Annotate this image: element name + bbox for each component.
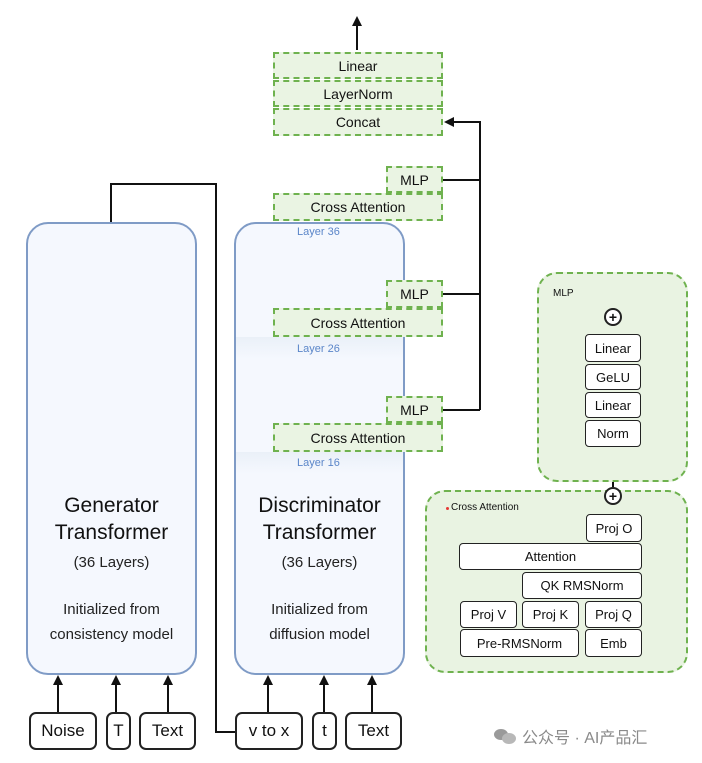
input-v-to-x: v to x [235,712,303,750]
watermark: 公众号 · AI产品汇 [494,724,647,748]
generator-transformer: Generator Transformer (36 Layers) Initia… [26,222,197,675]
mlp-block-16: MLP [386,396,443,423]
generator-title: Generator Transformer [54,494,169,544]
input-text-discriminator: Text [345,712,402,750]
proj-v: Proj V [460,601,517,628]
mlp-block-36: MLP [386,166,443,193]
cross-attention-residual-add-icon: + [604,487,622,505]
discriminator-init-note: Initialized from diffusion model [269,601,370,643]
cross-attention-panel-title: Cross Attention [451,502,519,513]
emb: Emb [585,629,642,657]
layer-label-16: Layer 16 [297,457,340,469]
mlp-linear-bottom: Linear [585,392,641,418]
cross-attention-block-26: Cross Attention [273,308,443,337]
discriminator-title: Discriminator Transformer [258,494,381,544]
mlp-gelu: GeLU [585,364,641,390]
input-timestep-T: T [106,712,131,750]
generator-init-note: Initialized from consistency model [49,601,174,643]
input-noise: Noise [29,712,97,750]
input-text-generator: Text [139,712,196,750]
layer-band-16 [236,452,403,474]
head-linear: Linear [273,52,443,79]
watermark-text: 公众号 · AI产品汇 [522,730,648,747]
mlp-panel-title: MLP [553,288,574,299]
head-layernorm: LayerNorm [273,80,443,107]
cross-attention-marker [446,507,449,510]
input-timestep-t: t [312,712,337,750]
qk-rmsnorm: QK RMSNorm [522,572,642,599]
generator-layer-count: (36 Layers) [73,554,150,571]
wechat-icon [494,728,516,744]
layer-band-26 [236,337,403,359]
cross-attention-block-36: Cross Attention [273,193,443,221]
discriminator-layer-count: (36 Layers) [281,554,358,571]
mlp-norm: Norm [585,420,641,447]
mlp-block-26: MLP [386,280,443,308]
layer-label-26: Layer 26 [297,343,340,355]
pre-rmsnorm: Pre-RMSNorm [460,629,579,657]
proj-k: Proj K [522,601,579,628]
attention: Attention [459,543,642,570]
proj-q: Proj Q [585,601,642,628]
head-concat: Concat [273,108,443,136]
mlp-linear-top: Linear [585,334,641,362]
mlp-residual-add-icon: + [604,308,622,326]
proj-o: Proj O [586,514,642,542]
cross-attention-block-16: Cross Attention [273,423,443,452]
layer-label-36: Layer 36 [297,226,340,238]
